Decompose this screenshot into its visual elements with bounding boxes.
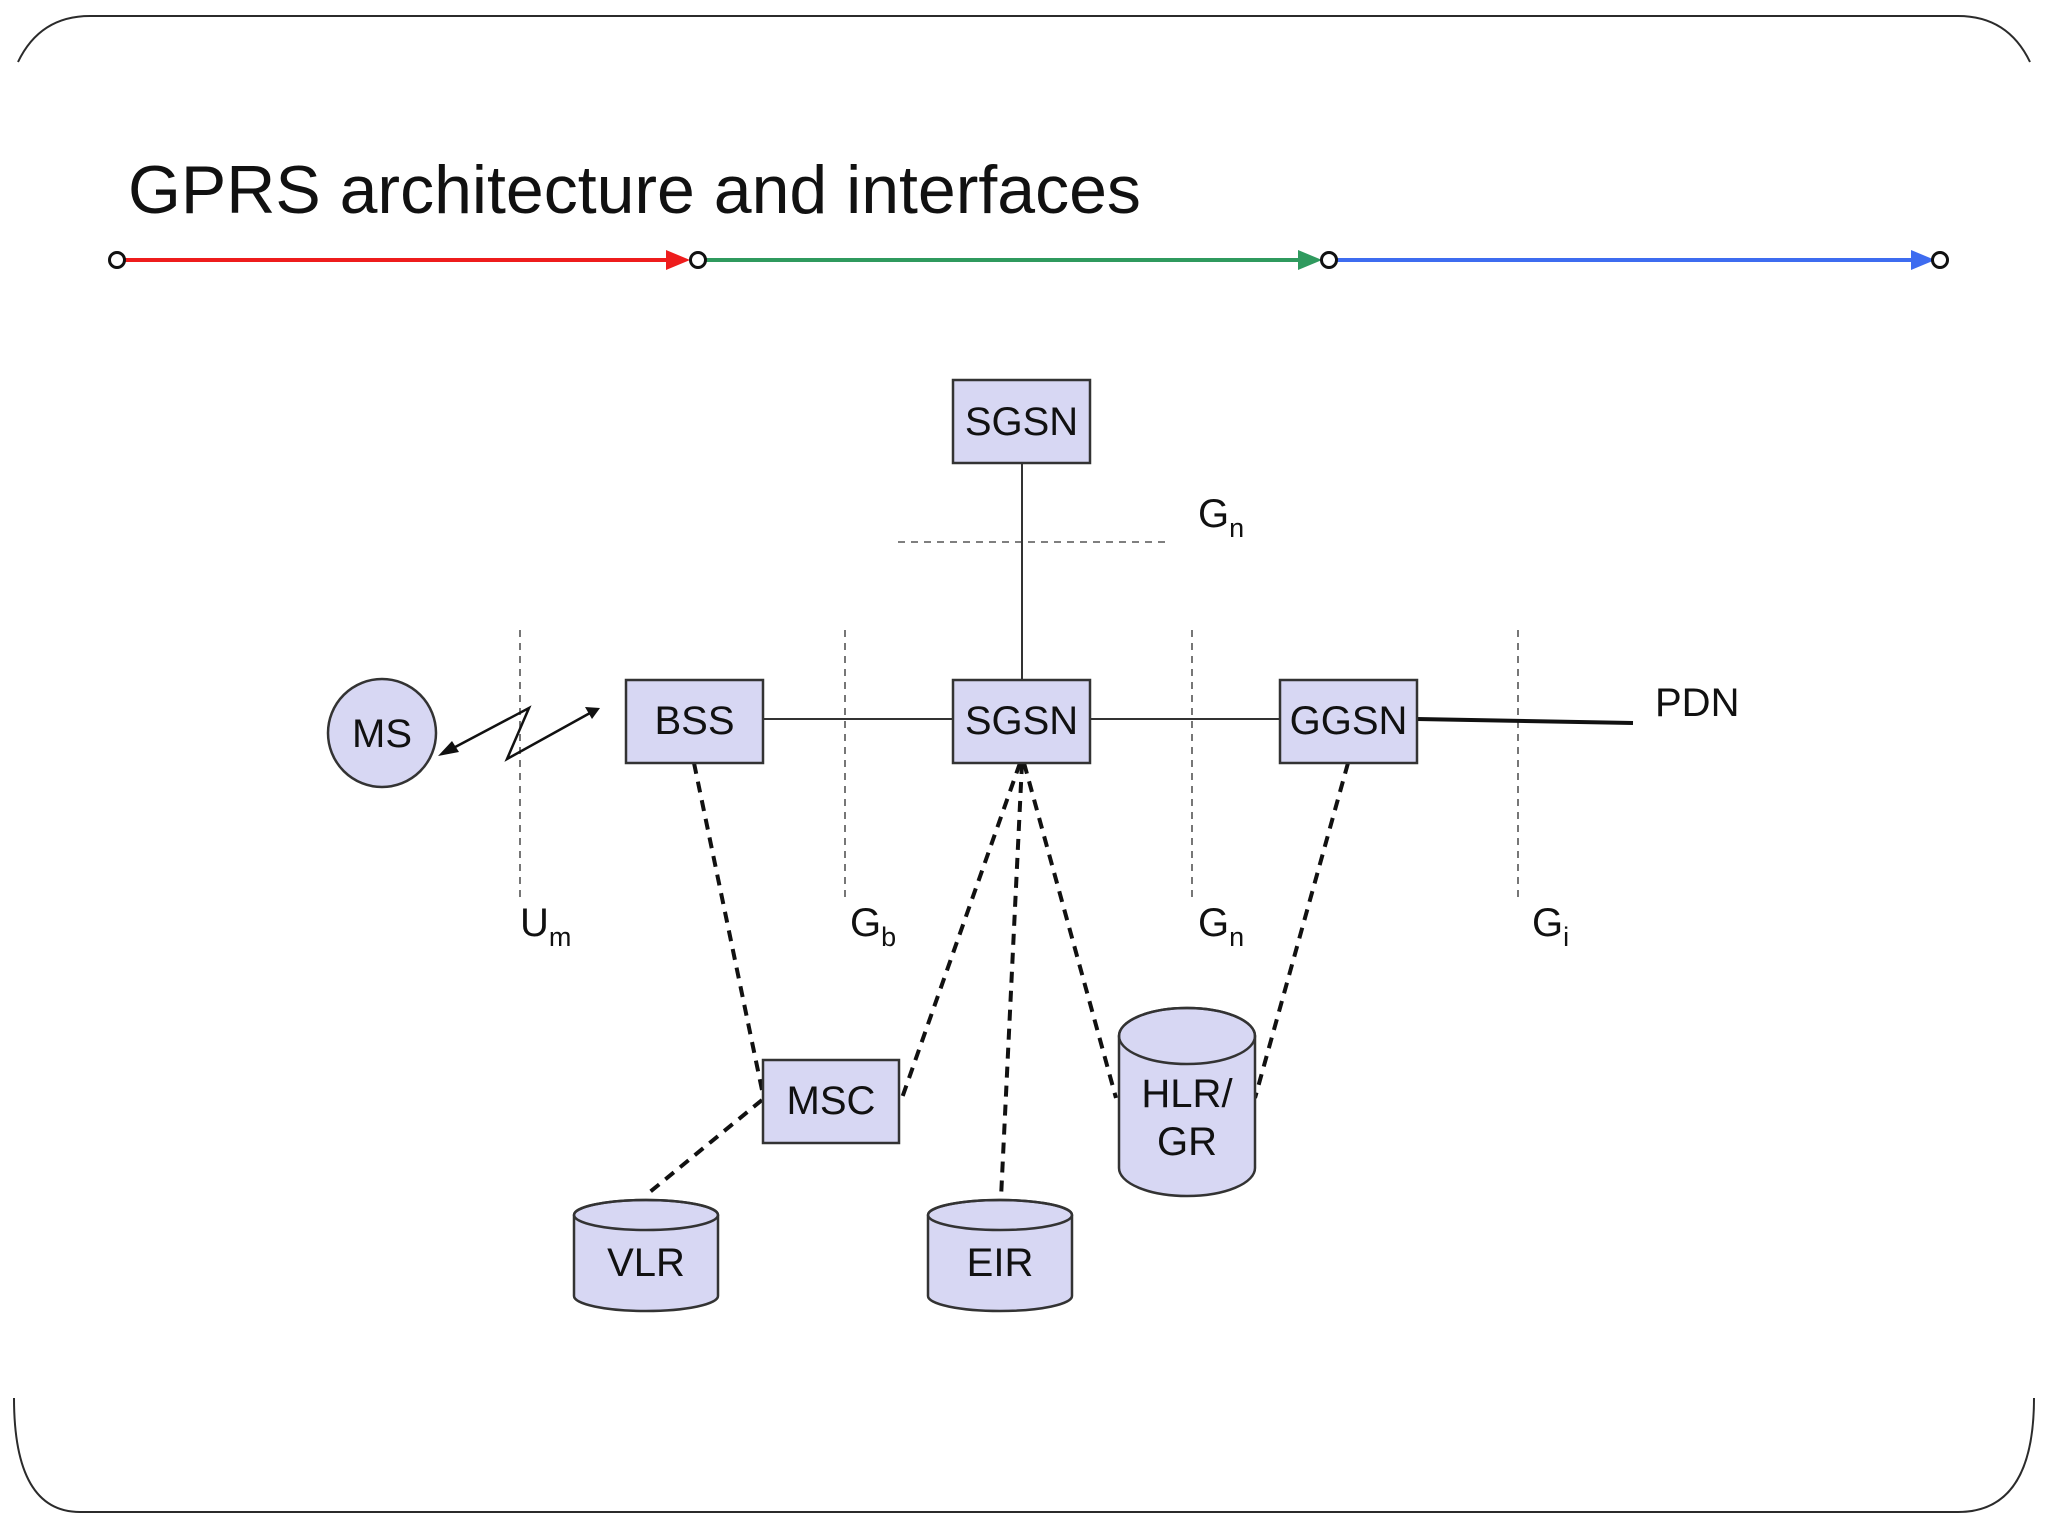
- link-sgsn-eir: [999, 762, 1024, 1199]
- link-bss-msc: [692, 762, 764, 1091]
- slide-frame: [17, 15, 2031, 63]
- ggsn-label: GGSN: [1290, 699, 1408, 743]
- link-ggsn-pdn: [1416, 717, 1634, 725]
- ms-node: MS: [326, 677, 438, 789]
- hlr-label-line1: HLR/: [1141, 1072, 1233, 1116]
- link-sgsn-hlr: [1022, 762, 1118, 1099]
- sgsn-main-node: SGSN: [951, 678, 1092, 765]
- hlr-label-line2: GR: [1157, 1120, 1217, 1164]
- link-sgsn-msc: [900, 762, 1022, 1099]
- msc-label: MSC: [787, 1079, 876, 1123]
- title-underline-bar: [108, 250, 1949, 270]
- sgsn-main-label: SGSN: [965, 699, 1078, 743]
- um-interface-label: Um: [520, 901, 571, 952]
- vlr-label: VLR: [607, 1241, 685, 1285]
- pdn-label: PDN: [1655, 681, 1739, 725]
- bss-node: BSS: [624, 678, 765, 765]
- slide-title: GPRS architecture and interfaces: [128, 152, 1141, 228]
- hlr-gr-database-icon: HLR/ GR: [1117, 1006, 1257, 1198]
- link-ggsn-hlr: [1253, 762, 1350, 1099]
- ggsn-node: GGSN: [1278, 678, 1419, 765]
- gn-top-interface-label: Gn: [1198, 492, 1244, 543]
- gb-interface-label: Gb: [850, 901, 896, 952]
- sgsn-top-label: SGSN: [965, 400, 1078, 444]
- msc-node: MSC: [761, 1058, 901, 1145]
- bss-label: BSS: [654, 699, 734, 743]
- ms-label: MS: [352, 712, 412, 756]
- gi-interface-label: Gi: [1532, 901, 1569, 952]
- eir-database-icon: EIR: [926, 1198, 1074, 1313]
- eir-label: EIR: [967, 1241, 1034, 1285]
- radio-link-icon: [438, 705, 600, 762]
- gn-bottom-interface-label: Gn: [1198, 901, 1244, 952]
- vlr-database-icon: VLR: [572, 1198, 720, 1313]
- slide-frame-bottom: [13, 1397, 2035, 1513]
- sgsn-top-node: SGSN: [951, 378, 1092, 465]
- link-msc-vlr: [643, 1098, 764, 1198]
